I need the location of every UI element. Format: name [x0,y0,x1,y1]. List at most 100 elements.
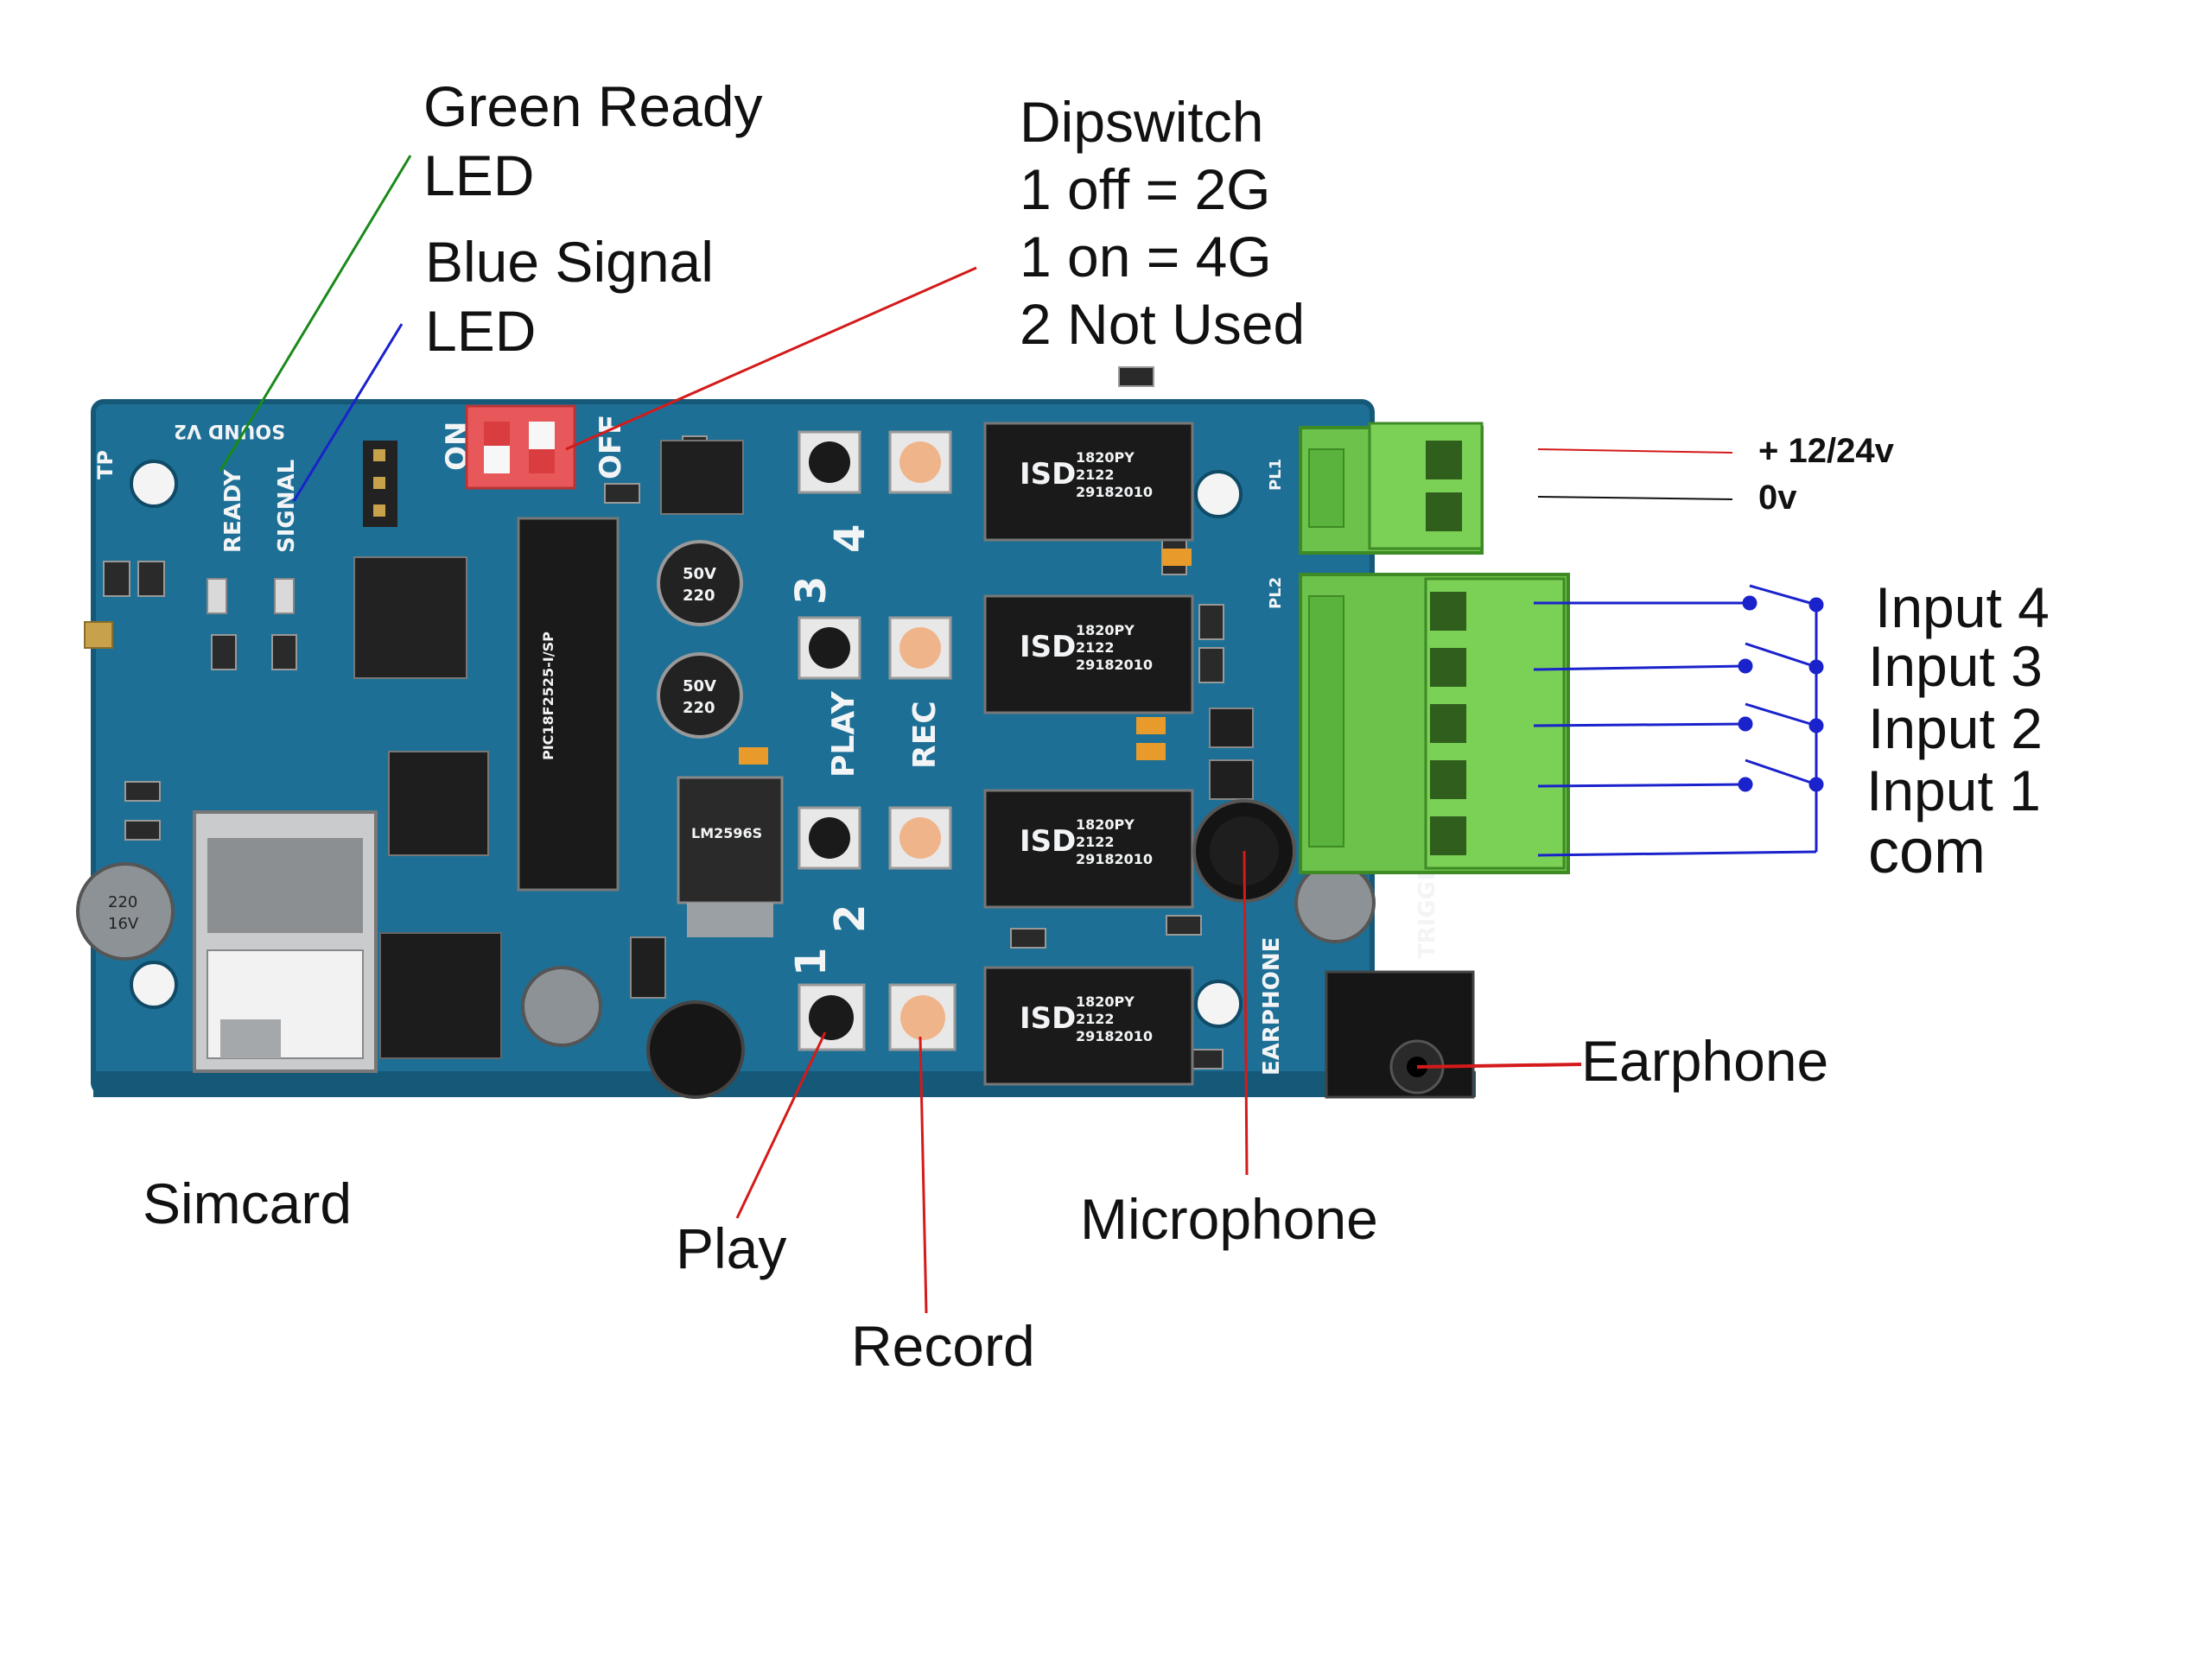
soic-chip [388,751,489,856]
silk-pl2: PL2 [1267,577,1285,609]
svg-text:29182010: 29182010 [1076,851,1153,867]
rec-button-2[interactable] [888,806,952,870]
power-terminal-block[interactable] [1299,422,1484,555]
microphone-callout-line [1243,850,1249,1176]
record-button[interactable] [888,983,957,1051]
lm2596-regulator: LM2596S [677,776,784,937]
microphone-label: Microphone [1080,1187,1378,1251]
diode-d5 [630,936,666,999]
svg-text:1820PY: 1820PY [1076,449,1135,466]
button-3[interactable] [798,616,861,680]
capacitor-c1: 50V 220 [657,540,743,626]
pic-microcontroller [517,517,620,892]
blue-signal-callout-line [292,323,404,502]
mounting-hole [1194,470,1243,518]
power-plus-line [1537,448,1733,454]
ready-led [207,578,227,614]
antenna-connector [84,621,113,649]
power-plus-label: + 12/24v [1758,432,1894,470]
isd-chip-3: ISD 1820PY 2122 29182010 [983,789,1194,909]
svg-text:50V: 50V [683,677,716,695]
svg-text:50V: 50V [683,565,716,583]
svg-text:220: 220 [683,587,715,605]
button-4[interactable] [798,430,861,494]
svg-text:1820PY: 1820PY [1076,993,1135,1010]
svg-text:29182010: 29182010 [1076,1028,1153,1044]
bridge-rectifier [660,440,744,515]
rec-button-4[interactable] [888,430,952,494]
svg-text:29182010: 29182010 [1076,484,1153,500]
silk-num1: 1 [787,948,836,976]
silk-num2: 2 [826,904,874,933]
silk-earphone: EARPHONE [1259,937,1285,1076]
svg-text:ISD: ISD [1020,630,1076,664]
dipswitch-callout-line [565,266,977,451]
silk-signal: SIGNAL [274,460,300,553]
signal-led [274,578,295,614]
blue-signal-led-label-line1: Blue Signal [425,230,714,294]
record-label: Record [851,1314,1035,1378]
isd-chip-4: ISD 1820PY 2122 29182010 [983,966,1194,1086]
svg-text:1820PY: 1820PY [1076,622,1135,638]
power-zero-line [1537,496,1733,500]
silk-tp: TP [93,450,118,479]
rec-button-3[interactable] [888,616,952,680]
silk-ready: READY [220,468,246,553]
silk-play: PLAY [826,690,861,778]
svg-text:ISD: ISD [1020,1001,1076,1036]
earphone-jack[interactable] [1325,970,1475,1099]
input-1-label: Input 1 [1866,759,2041,822]
input-3-label: Input 3 [1868,634,2043,698]
input-2-label: Input 2 [1868,696,2043,760]
input-wiring [1533,584,1824,857]
dipswitch-label-title: Dipswitch [1020,90,1264,154]
regulator-2 [379,932,502,1059]
play-label: Play [676,1216,787,1280]
svg-text:2122: 2122 [1076,1011,1115,1027]
record-callout-line [918,1036,928,1314]
simcard-label: Simcard [143,1171,353,1235]
input-4-label: Input 4 [1875,575,2050,639]
svg-text:16V: 16V [108,915,139,933]
earphone-callout-line [1416,1063,1582,1069]
capacitor-c2: 50V 220 [657,652,743,739]
green-ready-led-label-line1: Green Ready [423,74,763,138]
svg-text:29182010: 29182010 [1076,657,1153,673]
svg-text:ISD: ISD [1020,457,1076,492]
dipswitch[interactable] [465,404,576,490]
isd-chip-1: ISD 1820PY 2122 29182010 [983,422,1194,542]
diode-d1 [1209,759,1254,800]
power-zero-label: 0v [1758,479,1797,517]
mounting-hole [130,460,178,508]
input-terminal-block[interactable] [1299,573,1570,874]
silk-rec: REC [907,701,943,769]
svg-text:2122: 2122 [1076,639,1115,656]
dipswitch-label-line3: 1 on = 4G [1020,225,1272,289]
capacitor-c4 [521,966,602,1047]
svg-text:1820PY: 1820PY [1076,816,1135,833]
silk-num4: 4 [826,524,874,553]
isd-chip-2: ISD 1820PY 2122 29182010 [983,594,1194,714]
svg-text:PIC18F2525-I/SP: PIC18F2525-I/SP [540,632,556,760]
svg-text:LM2596S: LM2596S [691,825,762,841]
capacitor-c15 [1294,862,1376,943]
ic2-chip [353,556,467,679]
mounting-hole [1194,980,1243,1028]
silk-num3: 3 [787,576,836,605]
earphone-label: Earphone [1581,1029,1829,1093]
buzzer [646,1000,745,1099]
simcard-holder[interactable] [193,810,378,1073]
green-ready-led-label-line2: LED [423,143,535,207]
mounting-hole [130,961,178,1009]
play-callout-line [735,1031,827,1219]
diode-d2 [1209,708,1254,748]
svg-text:220: 220 [683,699,715,717]
blue-signal-led-label-line2: LED [425,299,537,363]
silk-sound: SOUND V2 [174,420,285,441]
dipswitch-label-line2: 1 off = 2G [1020,157,1271,221]
button-2[interactable] [798,806,861,870]
green-ready-callout-line [219,155,412,472]
play-button[interactable] [798,983,866,1051]
